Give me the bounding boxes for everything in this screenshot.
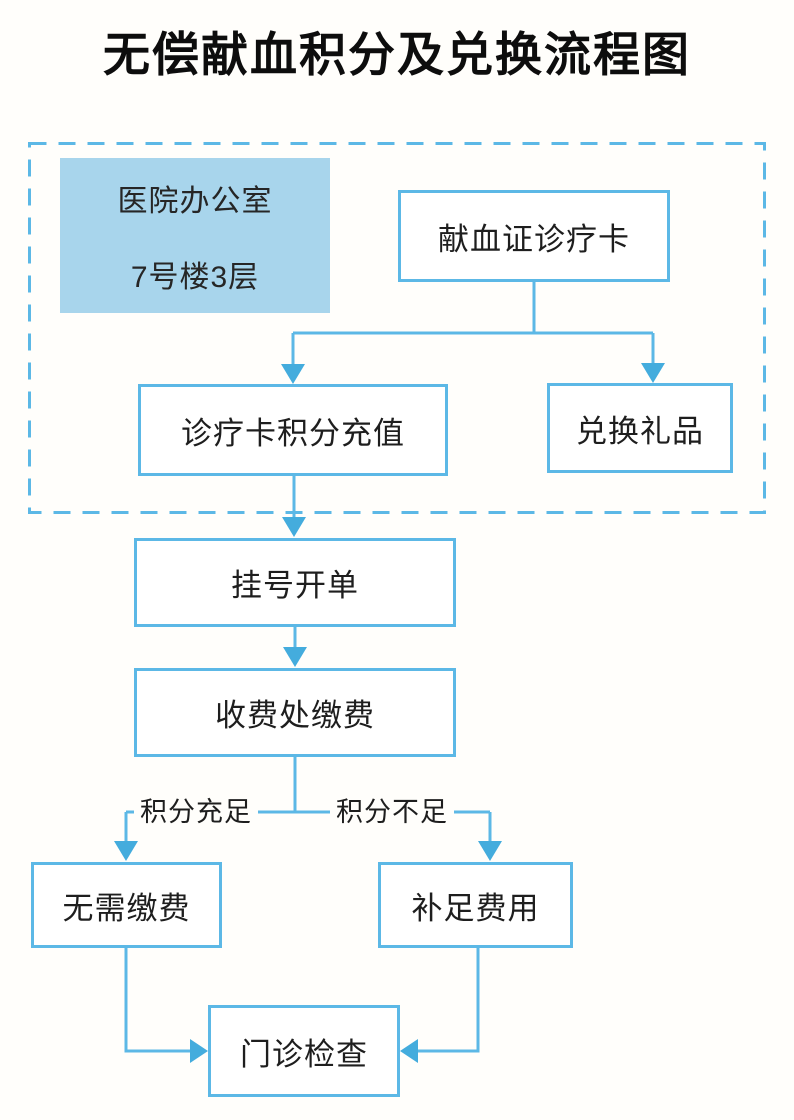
- arrowhead-into-register: [282, 517, 306, 537]
- arrowhead-into-pay: [283, 647, 307, 667]
- arrowhead-into-exam-left: [190, 1039, 208, 1063]
- page-title: 无偿献血积分及兑换流程图: [103, 30, 691, 82]
- edge-label-points-insufficient: 积分不足: [330, 795, 454, 829]
- node-pay-difference: 补足费用: [378, 862, 573, 948]
- arrowhead-into-nopay: [114, 841, 138, 861]
- node-outpatient-exam: 门诊检查: [208, 1005, 400, 1097]
- office-location: 7号楼3层: [130, 260, 260, 294]
- edge-label-points-sufficient: 积分充足: [134, 795, 258, 829]
- node-registration: 挂号开单: [134, 538, 456, 627]
- node-no-payment-needed: 无需缴费: [31, 862, 222, 948]
- connector-nopay-exam: [124, 948, 192, 1053]
- arrowhead-into-topup: [478, 841, 502, 861]
- connector-topup-exam: [416, 948, 480, 1053]
- arrowhead-into-gift: [641, 363, 665, 383]
- office-name: 医院办公室: [117, 184, 273, 218]
- arrowhead-into-recharge: [281, 364, 305, 384]
- node-exchange-gift: 兑换礼品: [547, 383, 733, 473]
- node-hospital-office: 医院办公室 7号楼3层: [60, 158, 330, 313]
- node-card-points-recharge: 诊疗卡积分充值: [138, 384, 448, 476]
- node-donation-card: 献血证诊疗卡: [398, 190, 670, 282]
- arrowhead-into-exam-right: [400, 1039, 418, 1063]
- node-pay-at-cashier: 收费处缴费: [134, 668, 456, 757]
